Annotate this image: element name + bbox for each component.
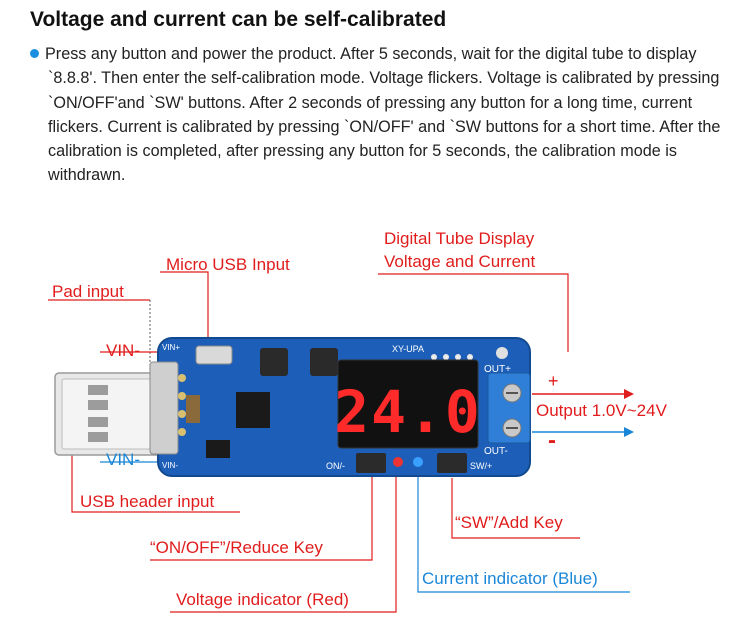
silk-sw-label: SW/+ (470, 461, 492, 471)
usb-plug (54, 372, 168, 456)
description: Press any button and power the product. … (30, 42, 730, 188)
vin-minus-label: VIN- (106, 450, 140, 469)
output-label: Output 1.0V~24V (536, 401, 667, 420)
current-indicator-label: Current indicator (Blue) (422, 569, 598, 588)
output-minus-sign: - (548, 427, 556, 454)
micro-usb-label: Micro USB Input (166, 255, 290, 274)
silk-out-plus: OUT+ (484, 364, 511, 375)
onoff-leader (150, 476, 373, 561)
vin-plus-label: VIN- (106, 341, 140, 360)
pcb-board (149, 337, 531, 477)
voltage-led-icon (393, 457, 403, 467)
voltage-ind-leader (170, 470, 397, 613)
silk-out-minus: OUT- (484, 446, 508, 457)
silk-on-label: ON/- (326, 461, 345, 471)
voltage-indicator-label: Voltage indicator (Red) (176, 590, 349, 609)
micro-usb-leader (160, 271, 209, 350)
sw-leader (451, 478, 580, 539)
current-led-icon (413, 457, 423, 467)
output-plus-sign: + (548, 371, 559, 391)
silk-vin-minus: VIN- (162, 461, 178, 470)
digital-tube-label-1: Digital Tube Display (384, 229, 535, 248)
sw-key-label: “SW”/Add Key (455, 513, 563, 532)
bullet-icon (30, 49, 39, 58)
digital-tube-leader (378, 273, 569, 352)
display-value: 24.0 (334, 378, 482, 446)
description-text: Press any button and power the product. … (45, 45, 721, 185)
leader-lines (48, 271, 630, 613)
onoff-key-label: “ON/OFF”/Reduce Key (150, 538, 323, 557)
silk-model: XY-UPA (392, 344, 424, 354)
output-arrows (532, 389, 634, 437)
usb-header-label: USB header input (80, 492, 215, 511)
current-ind-leader (417, 470, 630, 593)
page-title: Voltage and current can be self-calibrat… (30, 8, 447, 31)
digital-tube-label-2: Voltage and Current (384, 252, 536, 271)
silk-vin-plus: VIN+ (162, 343, 180, 352)
pad-input-label: Pad input (52, 282, 124, 301)
